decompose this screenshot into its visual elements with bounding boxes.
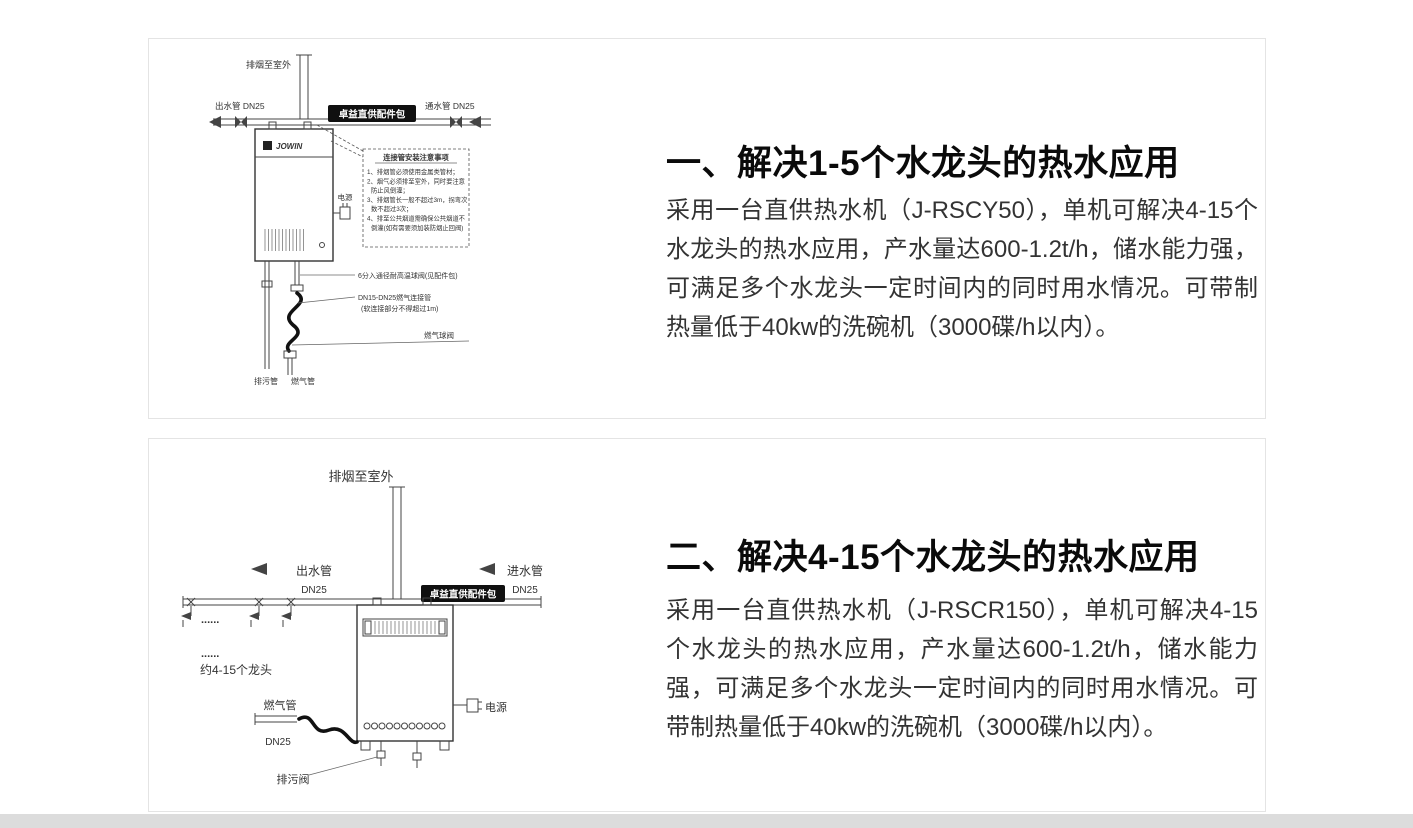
- floor-heater-diagram: 排烟至室外 出水管 DN25 进水管 DN25 卓益直供配件包: [181, 469, 543, 786]
- installation-notes-box: [362, 148, 470, 248]
- outlet-pipe-label: 出水管 DN25: [215, 101, 265, 111]
- wall-heater-diagram: 排烟至室外 出水管 DN25 通水管 DN25 卓益直供配件包: [209, 54, 491, 386]
- gas-hose: [254, 713, 359, 744]
- gas-hose-note: (软连接部分不得超过1m): [361, 304, 438, 313]
- power-plug-icon: [453, 698, 482, 713]
- exhaust-flue-pipe: [389, 486, 405, 599]
- floor-heater-unit: [356, 597, 454, 768]
- notes-line: 倒灌(如有需要须加装防烟止回阀): [371, 223, 463, 232]
- ball-valve-label: 6分入通径耐高温球阀(见配件包): [358, 271, 458, 280]
- exhaust-label: 排烟至室外: [246, 59, 291, 70]
- gas-pipe-label: 燃气管: [291, 376, 315, 386]
- exhaust-label: 排烟至室外: [328, 469, 393, 484]
- notes-line: 1、排烟管必须使用金属类管材；: [367, 167, 459, 176]
- faucet-dots: ......: [201, 648, 219, 660]
- faucet-dots: ......: [201, 614, 219, 626]
- section1-body: 采用一台直供热水机（J-RSCY50），单机可解决4-15个水龙头的热水应用，产…: [666, 197, 1258, 341]
- faucet: [281, 597, 296, 627]
- notes-line: 4、排至公共烟道需确保公共烟道不: [367, 214, 466, 223]
- gas-valve-label: 燃气球阀: [424, 330, 454, 340]
- section2-body: 采用一台直供热水机（J-RSCR150），单机可解决4-15个水龙头的热水应用，…: [666, 597, 1258, 741]
- faucet: [181, 597, 196, 627]
- notes-line: 3、排烟管长一般不超过3m，拐弯次: [367, 195, 468, 204]
- kit-label-box: [328, 105, 416, 122]
- gas-dn-label: DN25: [265, 737, 291, 748]
- notes-line: 防止风倒灌；: [371, 186, 409, 195]
- gas-pipe-label: 燃气管: [264, 698, 297, 712]
- wall-heater-unit: [254, 121, 334, 262]
- kit-label: 卓益直供配件包: [339, 109, 406, 121]
- faucet-row: [181, 597, 296, 627]
- inlet-dn-label: DN25: [512, 585, 538, 596]
- brand-label: JOWIN: [276, 142, 302, 151]
- drain-pipe: [261, 261, 273, 369]
- power-label: 电源: [338, 192, 353, 202]
- inlet-pipe-label: 进水管: [507, 563, 543, 578]
- power-label: 电源: [485, 700, 507, 714]
- notes-line: 数不超过3次；: [371, 204, 412, 213]
- exhaust-flue-pipe: [296, 54, 312, 119]
- kit-label: 卓益直供配件包: [430, 589, 497, 601]
- notes-title: 连接管安装注意事项: [383, 153, 449, 162]
- outlet-flow-arrow: [251, 563, 267, 575]
- section1-title: 一、解决1-5个水龙头的热水应用: [666, 144, 1180, 183]
- power-plug-icon: [333, 203, 351, 220]
- kit-label-box: [421, 585, 505, 602]
- brand-logo-icon: [263, 141, 272, 150]
- faucet: [249, 597, 264, 627]
- drain-valve-label: 排污阀: [277, 772, 310, 786]
- outlet-dn-label: DN25: [301, 585, 327, 596]
- notes-line: 2、烟气必须排至室外，同时要注意: [367, 176, 465, 185]
- section2-title: 二、解决4-15个水龙头的热水应用: [666, 538, 1200, 577]
- outlet-pipe-label: 出水管: [296, 563, 332, 578]
- inlet-flow-arrow: [479, 563, 495, 575]
- gas-hose: [283, 261, 304, 375]
- taps-count-label: 约4-15个龙头: [200, 662, 272, 677]
- inlet-pipe-label: 通水管 DN25: [425, 101, 475, 111]
- section-card-1: 排烟至室外 出水管 DN25 通水管 DN25 卓益直供配件包: [148, 38, 1266, 419]
- gas-hose-label: DN15-DN25燃气连接管: [358, 293, 431, 302]
- drain-pipe-label: 排污管: [254, 376, 278, 386]
- bottom-gray-band: [0, 814, 1413, 828]
- section-card-2: 排烟至室外 出水管 DN25 进水管 DN25 卓益直供配件包: [148, 438, 1266, 812]
